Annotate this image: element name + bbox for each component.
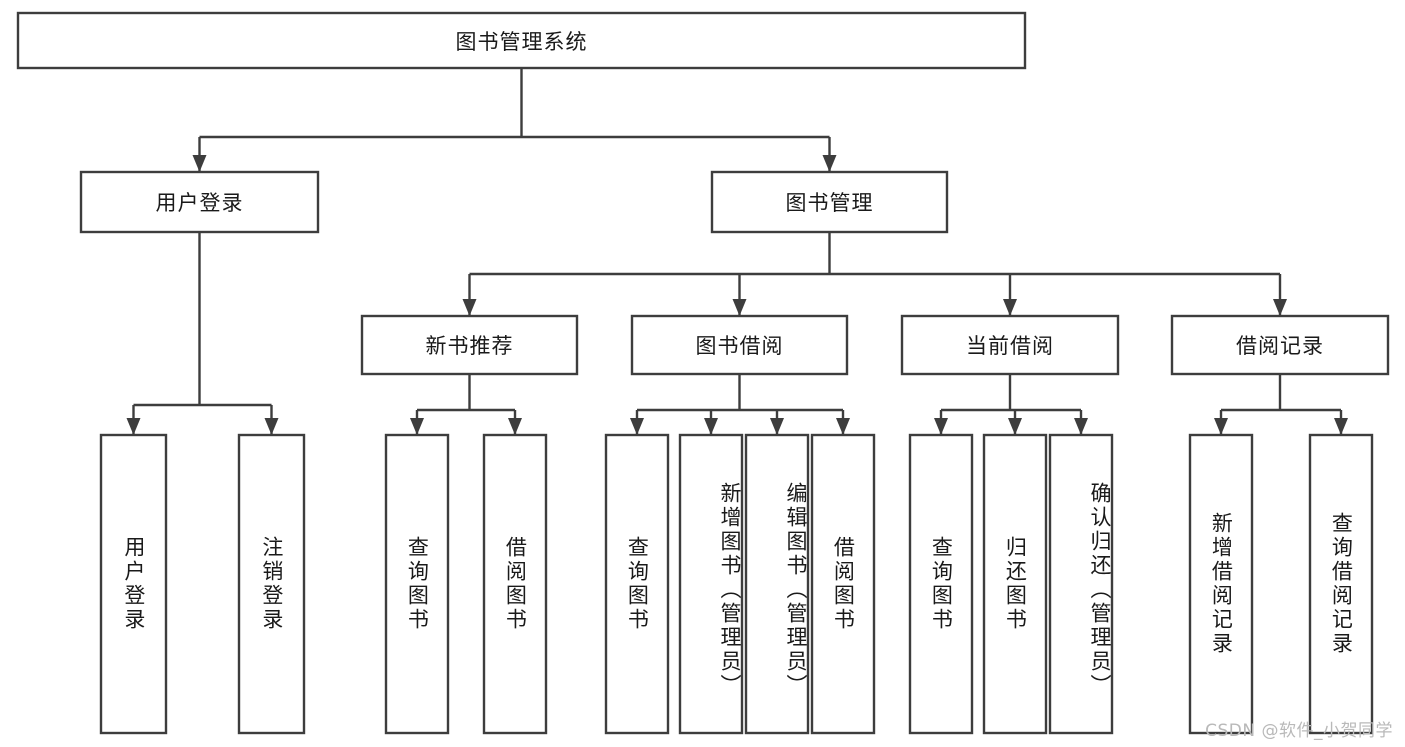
node-box-leaf-10[interactable] (1048, 433, 1114, 735)
arrow-head-l3-1-3 (836, 418, 850, 435)
node-box-leaf-5[interactable] (678, 433, 744, 735)
arrow-head-book-mgmt-0 (462, 299, 477, 316)
connector-layer (126, 68, 1348, 435)
arrow-head-l3-0-0 (410, 418, 424, 435)
arrow-head-l3-1-0 (630, 418, 644, 435)
node-box-l3-1[interactable] (630, 314, 849, 376)
arrow-head-book-mgmt-1 (732, 299, 747, 316)
node-box-leaf-9[interactable] (982, 433, 1048, 735)
node-box-leaf-7[interactable] (810, 433, 876, 735)
node-box-l3-0[interactable] (360, 314, 579, 376)
node-box-leaf-4[interactable] (604, 433, 670, 735)
node-box-l3-3[interactable] (1170, 314, 1390, 376)
arrow-head-l3-1-1 (704, 418, 718, 435)
node-box-leaf-11[interactable] (1188, 433, 1254, 735)
node-box-l2-1[interactable] (710, 170, 949, 234)
node-box-leaf-8[interactable] (908, 433, 974, 735)
node-box-leaf-2[interactable] (384, 433, 450, 735)
arrow-head-l3-3-0 (1214, 418, 1228, 435)
arrow-head-root-0 (192, 155, 207, 172)
arrow-head-l3-2-0 (934, 418, 948, 435)
arrow-head-l3-2-2 (1074, 418, 1088, 435)
node-box-leaf-12[interactable] (1308, 433, 1374, 735)
arrow-head-l3-3-1 (1334, 418, 1348, 435)
node-box-leaf-6[interactable] (744, 433, 810, 735)
arrow-head-login-0 (126, 418, 141, 435)
node-box-leaf-3[interactable] (482, 433, 548, 735)
arrow-head-l3-2-1 (1008, 418, 1022, 435)
node-box-leaf-1[interactable] (237, 433, 306, 735)
arrow-head-book-mgmt-3 (1273, 299, 1287, 316)
arrow-head-login-1 (264, 418, 279, 435)
arrow-head-l3-0-1 (508, 418, 522, 435)
node-box-layer (16, 11, 1390, 735)
node-box-l2-0[interactable] (79, 170, 320, 234)
arrow-head-root-1 (822, 155, 837, 172)
arrow-head-book-mgmt-2 (1003, 299, 1017, 316)
node-box-leaf-0[interactable] (99, 433, 168, 735)
arrow-head-l3-1-2 (770, 418, 784, 435)
node-box-l3-2[interactable] (900, 314, 1120, 376)
node-box-root[interactable] (16, 11, 1027, 70)
